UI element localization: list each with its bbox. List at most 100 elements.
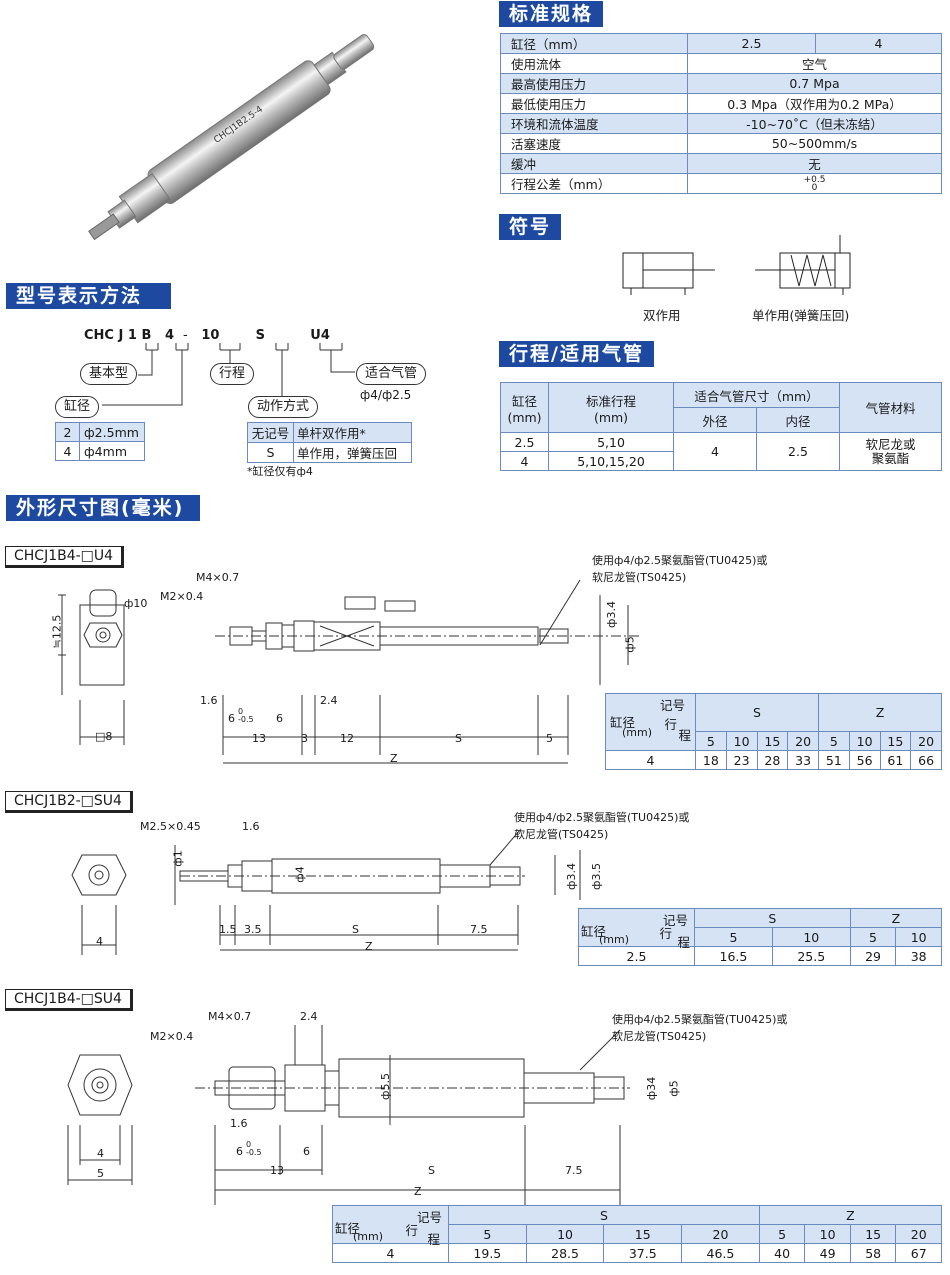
d2-label-15: 1.5 bbox=[219, 923, 237, 936]
drawing-2-model: CHCJ1B2-□SU4 bbox=[5, 791, 133, 813]
d2-label-w4: 4 bbox=[96, 935, 103, 948]
d3-label-d5: ф5 bbox=[667, 1080, 681, 1097]
single-acting-symbol bbox=[755, 235, 851, 295]
d1-label-16: 1.6 bbox=[200, 694, 218, 707]
d1-label-24: 2.4 bbox=[320, 694, 338, 707]
d3-label-w5: 5 bbox=[97, 1167, 104, 1180]
d1-label-5: 5 bbox=[546, 732, 553, 745]
d2-label-d35: ф3.5 bbox=[589, 863, 603, 890]
d3-label-Z: Z bbox=[414, 1185, 422, 1198]
d2-label-d1: ф1 bbox=[171, 850, 185, 867]
table-row: 环境和流体温度-10~70˚C（但未冻结） bbox=[500, 113, 942, 134]
d3-label-tol: 0-0.5 bbox=[246, 1140, 262, 1157]
table-row: 记号 缸径 (mm) 行 程 S Z bbox=[332, 1205, 943, 1247]
d1-label-Z: Z bbox=[390, 752, 398, 765]
symbol-header: 符号 bbox=[499, 214, 562, 240]
d2-label-16: 1.6 bbox=[242, 820, 260, 833]
d3-label-S: S bbox=[428, 1164, 435, 1177]
d1-tube-note-2: 软尼龙管(TS0425) bbox=[592, 571, 687, 584]
d1-label-12: 12 bbox=[340, 732, 354, 745]
double-acting-label: 双作用 bbox=[643, 308, 681, 323]
d3-label-16: 1.6 bbox=[230, 1117, 248, 1130]
d2-label-m25: M2.5×0.45 bbox=[140, 820, 201, 833]
table-row: 使用流体空气 bbox=[500, 53, 942, 74]
d3-label-m2: M2×0.4 bbox=[150, 1030, 194, 1043]
table-row: 无记号单杆双作用* bbox=[247, 422, 412, 443]
d2-label-d4: ф4 bbox=[293, 866, 307, 883]
d1-label-S: S bbox=[455, 732, 462, 745]
d1-tube-note-1: 使用ф4/ф2.5聚氨酯管(TU0425)或 bbox=[592, 554, 768, 567]
dims-header: 外形尺寸图(毫米) bbox=[6, 495, 200, 521]
d1-label-3: 3 bbox=[301, 732, 308, 745]
d1-label-m4: M4×0.7 bbox=[196, 571, 240, 584]
d1-label-d5: ф5 bbox=[623, 636, 637, 653]
d1-label-6a: 6 bbox=[228, 712, 235, 725]
table-row: 缓冲无 bbox=[500, 153, 942, 174]
d3-label-75: 7.5 bbox=[565, 1164, 583, 1177]
table-row: 外径 内径 bbox=[501, 407, 942, 433]
table-row: 缸径 (mm) 标准行程 (mm) 适合气管尺寸（mm） 气管材料 bbox=[500, 382, 942, 433]
single-acting-label: 单作用(弹簧压回) bbox=[752, 308, 850, 323]
drawing-2 bbox=[71, 829, 581, 955]
d2-label-d34: ф3.4 bbox=[564, 863, 578, 890]
table-row: 4 5,10,15,20 bbox=[500, 451, 942, 471]
model-basic-label: 基本型 bbox=[80, 363, 138, 385]
d1-label-6b: 6 bbox=[276, 712, 283, 725]
d1-label-13: 13 bbox=[252, 732, 266, 745]
d1-label-d34: ф3.4 bbox=[604, 601, 618, 628]
drawing-3 bbox=[67, 1025, 630, 1205]
d3-label-6: 6 bbox=[236, 1145, 243, 1158]
d3-label-13: 13 bbox=[270, 1164, 284, 1177]
d3-label-w4: 4 bbox=[97, 1147, 104, 1160]
d1-label-h125: ≒12.5 bbox=[50, 614, 64, 649]
stroke-table: 缸径 (mm) 标准行程 (mm) 适合气管尺寸（mm） 气管材料 外径 内径 … bbox=[500, 382, 942, 471]
stroke-header: 行程/适用气管 bbox=[499, 341, 654, 367]
d2-label-75: 7.5 bbox=[470, 923, 488, 936]
d3-label-24: 2.4 bbox=[300, 1010, 318, 1023]
model-header: 型号表示方法 bbox=[6, 283, 171, 309]
table-row: 记号 缸径 (mm) 行 程 S Z bbox=[605, 693, 942, 751]
product-photo: CHCJ1B2.5-4 bbox=[88, 34, 375, 240]
d1-label-tol: 0-0.5 bbox=[238, 707, 254, 724]
drawing-1-model: CHCJ1B4-□U4 bbox=[5, 546, 125, 568]
d2-label-Z: Z bbox=[365, 940, 373, 953]
d2-label-35: 3.5 bbox=[244, 923, 262, 936]
drawing-1 bbox=[58, 579, 640, 764]
d3-tube-note-2: 软尼龙管(TS0425) bbox=[612, 1030, 707, 1043]
model-note: *缸径仅有ф4 bbox=[247, 465, 313, 478]
d3-label-m4: M4×0.7 bbox=[208, 1010, 252, 1023]
d2-tube-note-2: 软尼龙管(TS0425) bbox=[514, 828, 609, 841]
table-row: 记号 缸径 (mm) 行 程 S Z bbox=[578, 908, 943, 950]
model-action-label: 动作方式 bbox=[248, 396, 319, 418]
double-acting-symbol bbox=[622, 252, 715, 295]
d3-label-6b: 6 bbox=[303, 1145, 310, 1158]
d2-label-S: S bbox=[352, 923, 359, 936]
model-code-leaders bbox=[102, 343, 355, 406]
d1-label-m2: M2×0.4 bbox=[160, 590, 204, 603]
d3-label-d34: ф34 bbox=[645, 1076, 659, 1101]
model-tube-label: 适合气管 bbox=[356, 363, 427, 385]
model-tube-spec: ф4/ф2.5 bbox=[360, 388, 412, 402]
d1-label-d10: ф10 bbox=[124, 597, 148, 610]
table-row: 2.5 5,10 4 2.5 软尼龙或 聚氨酯 bbox=[500, 432, 942, 471]
model-stroke-label: 行程 bbox=[210, 363, 255, 385]
